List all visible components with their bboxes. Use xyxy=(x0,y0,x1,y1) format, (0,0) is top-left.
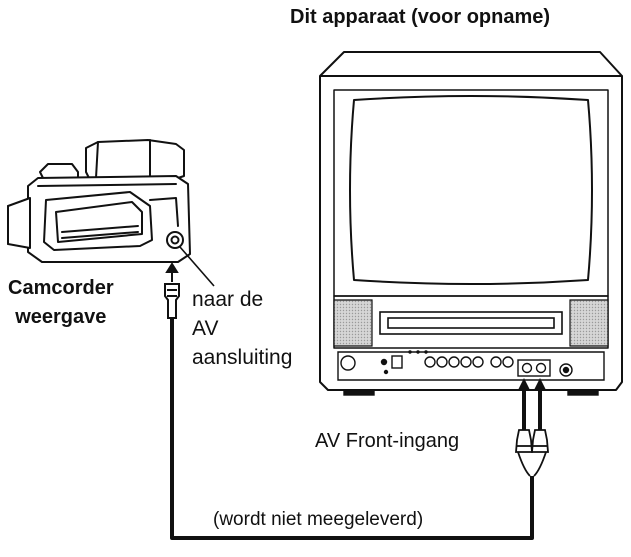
dual-rca-plug-icon xyxy=(515,429,549,477)
camcorder-label-line2: weergave xyxy=(15,306,107,328)
recorder-title: Dit apparaat (voor opname) xyxy=(290,6,551,28)
cable-note: (wordt niet meegeleverd) xyxy=(213,509,424,530)
left-speaker-grille xyxy=(333,299,373,347)
av-connection-line3: aansluiting xyxy=(192,346,293,369)
front-input-label: AV Front-ingang xyxy=(315,430,460,452)
front-control-panel xyxy=(337,350,605,396)
camcorder-icon xyxy=(7,139,191,263)
av-cable xyxy=(170,318,534,540)
right-speaker-grille xyxy=(569,299,609,347)
jack-pointer-line xyxy=(179,246,215,287)
rca-plug-icon xyxy=(164,283,180,319)
camcorder-label: Camcorder weergave xyxy=(8,274,114,332)
av-connection-line1: naar de xyxy=(192,288,264,311)
tape-slot xyxy=(379,311,563,335)
av-connection-line2: AV xyxy=(192,317,219,340)
camcorder-plug xyxy=(164,262,180,319)
av-connection-label: naar de AV aansluiting xyxy=(192,285,292,372)
camcorder-label-line1: Camcorder xyxy=(8,277,114,299)
front-jack-arrows xyxy=(518,378,546,430)
